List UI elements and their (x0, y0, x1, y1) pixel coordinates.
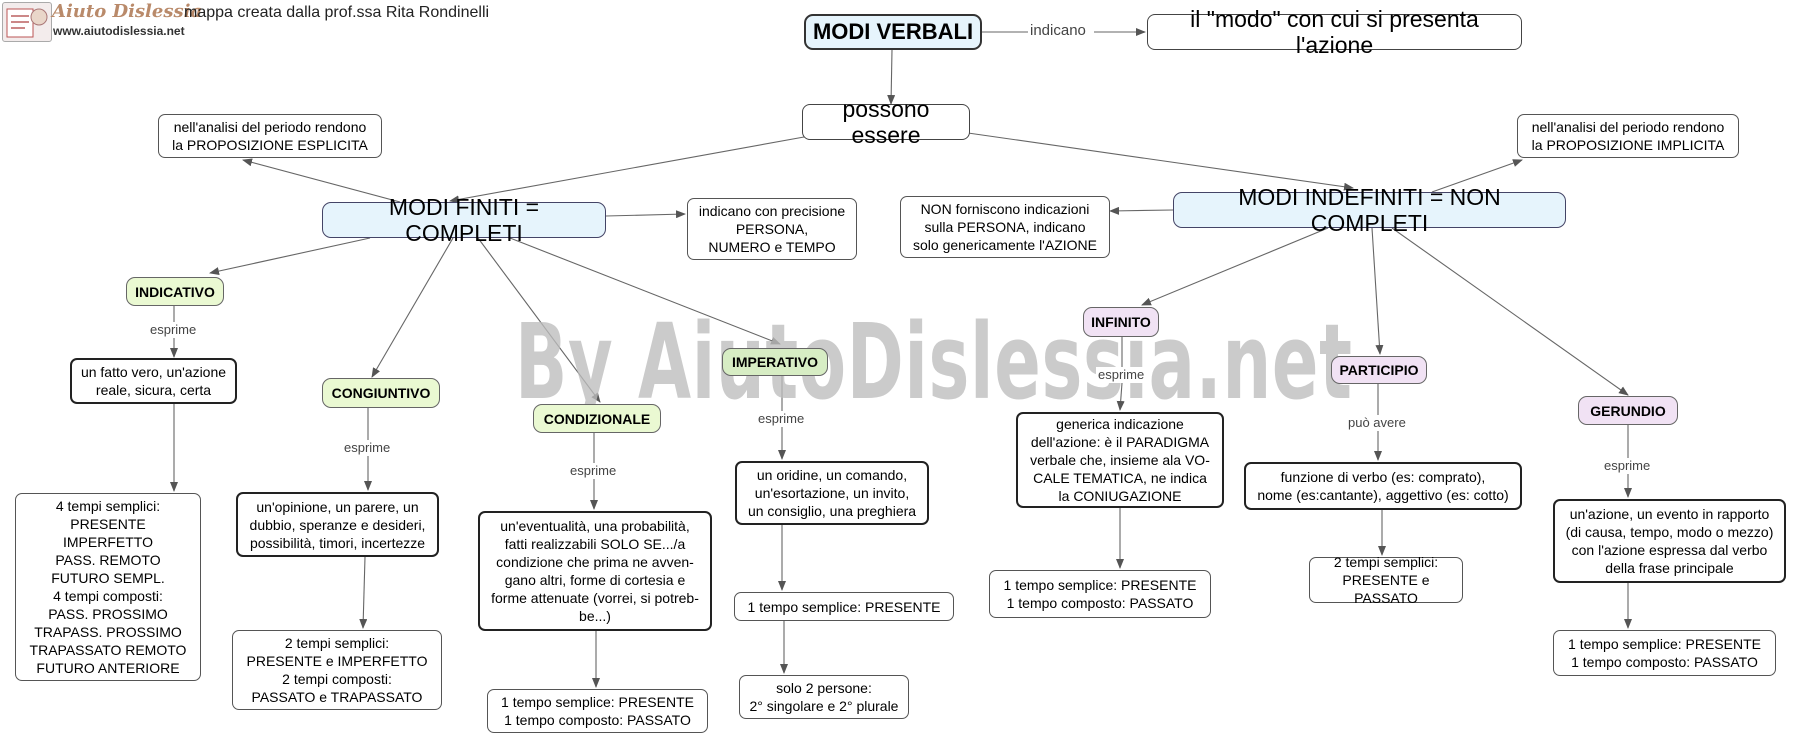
node-indicativo-desc: un fatto vero, un'azione reale, sicura, … (70, 358, 237, 404)
edge-label-esprime: esprime (148, 322, 199, 338)
logo-name: Aiuto Dislessia (52, 1, 203, 22)
node-congiuntivo-tempi: 2 tempi semplici: PRESENTE e IMPERFETTO … (232, 630, 442, 710)
node-participio-tempi: 2 tempi semplici: PRESENTE e PASSATO (1309, 554, 1463, 606)
node-condizionale: CONDIZIONALE (533, 404, 661, 433)
edge-label-indicano: indicano (1028, 22, 1088, 39)
node-gerundio-tempi: 1 tempo semplice: PRESENTE 1 tempo compo… (1553, 630, 1776, 676)
node-participio-desc: funzione di verbo (es: comprato), nome (… (1244, 462, 1522, 510)
node-modi-verbali: MODI VERBALI (804, 14, 982, 50)
logo-icon (2, 2, 52, 42)
node-infinito-desc: generica indicazione dell'azione: è il P… (1016, 412, 1224, 508)
node-modi-indefiniti: MODI INDEFINITI = NON COMPLETI (1173, 184, 1566, 236)
edge-label-puo-avere: può avere (1346, 415, 1408, 431)
node-imperativo-tempi: 1 tempo semplice: PRESENTE (734, 592, 954, 621)
node-infinito-tempi: 1 tempo semplice: PRESENTE 1 tempo compo… (989, 570, 1211, 618)
node-possono-essere: possono essere (802, 96, 970, 148)
node-condizionale-desc: un'eventualità, una probabilità, fatti r… (478, 511, 712, 631)
node-infinito: INFINITO (1083, 307, 1159, 337)
node-congiuntivo-desc: un'opinione, un parere, un dubbio, spera… (236, 492, 439, 557)
node-modo-azione: il "modo" con cui si presenta l'azione (1147, 6, 1522, 58)
node-proposizione-implicita: nell'analisi del periodo rendono la PROP… (1517, 114, 1739, 158)
edge-label-esprime: esprime (342, 440, 393, 456)
node-imperativo-desc: un oridine, un comando, un'esortazione, … (735, 461, 929, 525)
node-imperativo: IMPERATIVO (722, 348, 828, 376)
node-modi-finiti: MODI FINITI = COMPLETI (322, 194, 606, 246)
node-finiti-precisione: indicano con precisione PERSONA, NUMERO … (687, 198, 857, 260)
author-credit: mappa creata dalla prof.ssa Rita Rondine… (184, 4, 490, 21)
node-imperativo-persone: solo 2 persone: 2° singolare e 2° plural… (739, 675, 909, 719)
node-congiuntivo: CONGIUNTIVO (322, 378, 440, 408)
logo-url: www.aiutodislessia.net (53, 24, 185, 38)
node-indicativo-tempi: 4 tempi semplici: PRESENTE IMPERFETTO PA… (15, 493, 201, 681)
node-indicativo: INDICATIVO (126, 277, 224, 306)
node-gerundio-desc: un'azione, un evento in rapporto (di cau… (1553, 499, 1786, 583)
edge-label-esprime: esprime (568, 463, 619, 479)
node-condizionale-tempi: 1 tempo semplice: PRESENTE 1 tempo compo… (487, 689, 708, 733)
node-indefiniti-info: NON forniscono indicazioni sulla PERSONA… (900, 196, 1110, 258)
edge-label-esprime: esprime (756, 411, 807, 427)
node-gerundio: GERUNDIO (1578, 396, 1678, 425)
node-proposizione-esplicita: nell'analisi del periodo rendono la PROP… (158, 114, 382, 158)
edge-label-esprime: esprime (1096, 367, 1147, 383)
node-participio: PARTICIPIO (1331, 356, 1427, 384)
edge-label-esprime: esprime (1602, 458, 1653, 474)
